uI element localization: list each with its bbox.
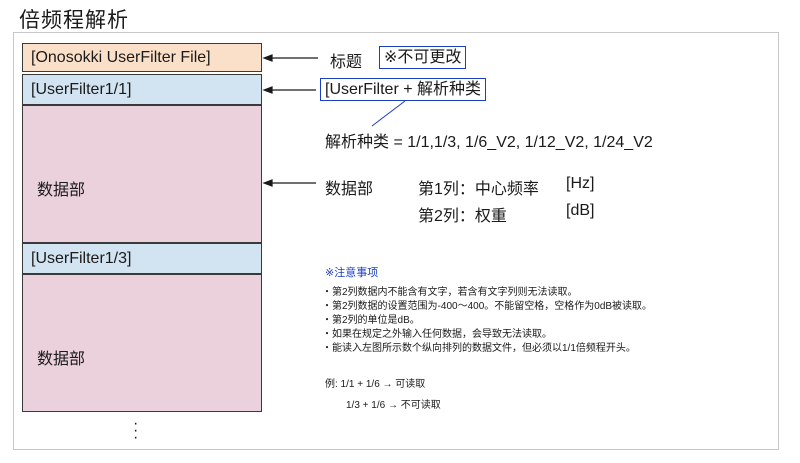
notes-heading: ※注意事项 — [325, 267, 379, 279]
note-item: 第2列的单位是dB。 — [322, 314, 652, 328]
more-ellipsis: ··· — [133, 415, 139, 446]
data-section-block-2: 数据部 — [22, 274, 262, 412]
page-title: 倍频程解析 — [19, 9, 129, 32]
note-item: 如果在规定之外输入任何数据，会导致无法读取。 — [322, 328, 652, 342]
title-note-box: ※不可更改 — [379, 46, 467, 69]
column-1-unit: [Hz] — [566, 175, 595, 192]
analysis-types-text: 解析种类 = 1/1,1/3, 1/6_V2, 1/12_V2, 1/24_V2 — [325, 134, 653, 151]
column-1-label: 第1列：中心频率 — [418, 181, 539, 198]
title-label: 标题 — [330, 54, 363, 71]
example-invalid: 1/3 + 1/6 → 不可读取 — [346, 400, 441, 411]
column-2-unit: [dB] — [566, 202, 595, 219]
diagram-frame — [13, 32, 779, 450]
example-valid: 例: 1/1 + 1/6 → 可读取 — [325, 379, 426, 390]
column-2-label: 第2列：权重 — [418, 208, 507, 225]
notes-list: 第2列数据内不能含有文字，若含有文字列则无法读取。 第2列数据的设置范围为-40… — [322, 286, 652, 356]
note-item: 能读入左图所示数个纵向排列的数据文件，但必须以1/1倍频程开头。 — [322, 342, 652, 356]
data-section-label-1: 数据部 — [37, 182, 86, 199]
note-item: 第2列数据内不能含有文字，若含有文字列则无法读取。 — [322, 286, 652, 300]
data-section-label-2: 数据部 — [37, 351, 86, 368]
title-row-block: [Onosokki UserFilter File] — [22, 43, 262, 72]
userfilter-1-1-block: [UserFilter1/1] — [22, 74, 262, 105]
userfilter-format-box: [UserFilter + 解析种类 — [320, 78, 487, 101]
userfilter-1-3-block: [UserFilter1/3] — [22, 243, 262, 274]
data-section-block-1: 数据部 — [22, 105, 262, 243]
data-label: 数据部 — [325, 181, 374, 198]
note-item: 第2列数据的设置范围为-400～400。不能留空格，空格作为0dB被读取。 — [322, 300, 652, 314]
